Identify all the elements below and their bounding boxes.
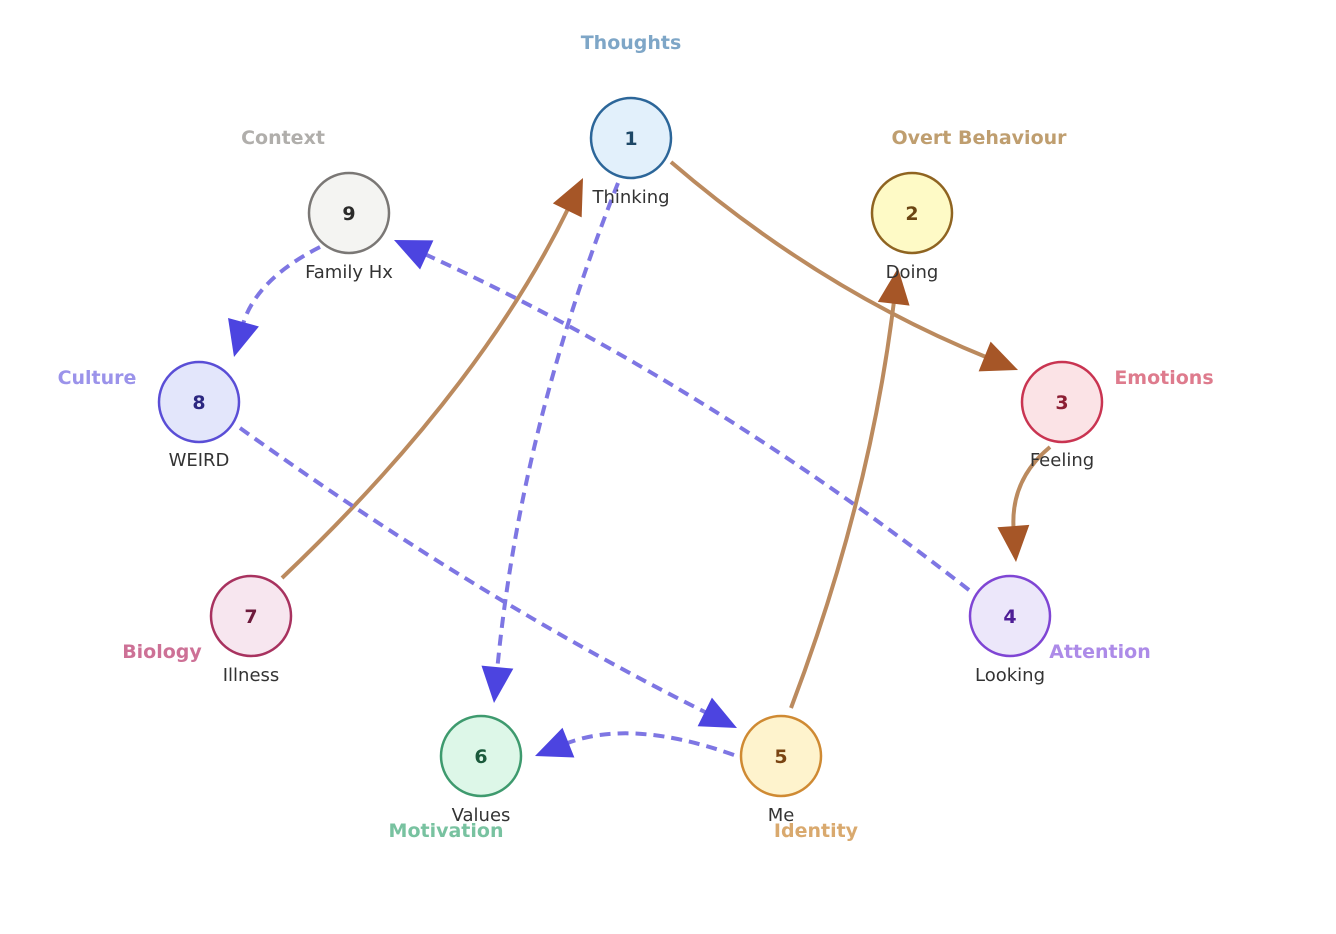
edge-3-to-4 — [1011, 445, 1052, 531]
node-9-sublabel: Family Hx — [305, 262, 393, 283]
node-1-sublabel: Thinking — [591, 187, 669, 208]
node-6[interactable]: 6 — [439, 714, 523, 798]
node-1[interactable]: 1 — [589, 96, 673, 180]
node-7-circle — [209, 574, 293, 658]
node-7-category-label: Biology — [122, 641, 202, 663]
edge-5-to-6 — [563, 731, 735, 757]
node-9-number: 9 — [342, 203, 355, 225]
node-4-number: 4 — [1003, 606, 1016, 628]
node-8-number: 8 — [192, 392, 205, 414]
node-4-category-label: Attention — [1049, 641, 1150, 663]
node-5-number: 5 — [774, 746, 787, 768]
node-6-category-label: Motivation — [389, 820, 504, 842]
edge-4-to-9 — [422, 251, 971, 592]
edge-1-to-3 — [669, 160, 990, 360]
node-7-number: 7 — [244, 606, 257, 628]
edge-1-to-6 — [495, 182, 620, 672]
node-5-category-label: Identity — [774, 820, 859, 842]
node-1-circle — [589, 96, 673, 180]
node-4-circle — [968, 574, 1052, 658]
arrowhead-3-to-4 — [997, 524, 1030, 562]
nodes-layer: 1 2 3 4 5 6 7 8 9 — [157, 96, 1104, 798]
node-3-category-label: Emotions — [1114, 367, 1213, 389]
node-6-sublabel: Values — [452, 805, 511, 826]
node-6-number: 6 — [474, 746, 487, 768]
node-3-number: 3 — [1055, 392, 1068, 414]
node-9[interactable]: 9 — [307, 171, 391, 255]
node-2[interactable]: 2 — [870, 171, 954, 255]
node-5-sublabel: Me — [768, 805, 795, 826]
node-2-category-label: Overt Behaviour — [891, 127, 1067, 149]
node-3-sublabel: Feeling — [1030, 450, 1094, 471]
node-1-number: 1 — [624, 128, 637, 150]
node-8-circle — [157, 360, 241, 444]
edges-layer — [228, 160, 1052, 758]
arrowhead-5-to-2 — [877, 268, 910, 306]
node-1-category-label: Thoughts — [581, 32, 682, 54]
node-4-sublabel: Looking — [975, 665, 1045, 686]
node-5[interactable]: 5 — [739, 714, 823, 798]
node-4[interactable]: 4 — [968, 574, 1052, 658]
node-8[interactable]: 8 — [157, 360, 241, 444]
arrowhead-5-to-6 — [535, 727, 575, 758]
arrowhead-7-to-1 — [552, 178, 583, 218]
node-6-circle — [439, 714, 523, 798]
edge-9-to-8 — [240, 245, 321, 327]
node-2-circle — [870, 171, 954, 255]
arrowhead-9-to-8 — [228, 318, 259, 357]
node-7-sublabel: Illness — [223, 665, 280, 686]
edge-8-to-5 — [238, 426, 710, 716]
node-8-sublabel: WEIRD — [169, 450, 230, 471]
arrowhead-4-to-9 — [394, 240, 434, 270]
node-2-sublabel: Doing — [886, 262, 939, 283]
node-7[interactable]: 7 — [209, 574, 293, 658]
arrowhead-8-to-5 — [697, 697, 737, 728]
node-5-circle — [739, 714, 823, 798]
edge-5-to-2 — [789, 299, 897, 709]
node-8-category-label: Culture — [58, 367, 137, 389]
node-3-circle — [1020, 360, 1104, 444]
arrowhead-1-to-6 — [481, 665, 514, 703]
node-2-number: 2 — [905, 203, 918, 225]
node-3[interactable]: 3 — [1020, 360, 1104, 444]
node-9-circle — [307, 171, 391, 255]
node-9-category-label: Context — [241, 127, 325, 149]
arrowhead-1-to-3 — [978, 341, 1018, 372]
edge-7-to-1 — [280, 205, 571, 580]
